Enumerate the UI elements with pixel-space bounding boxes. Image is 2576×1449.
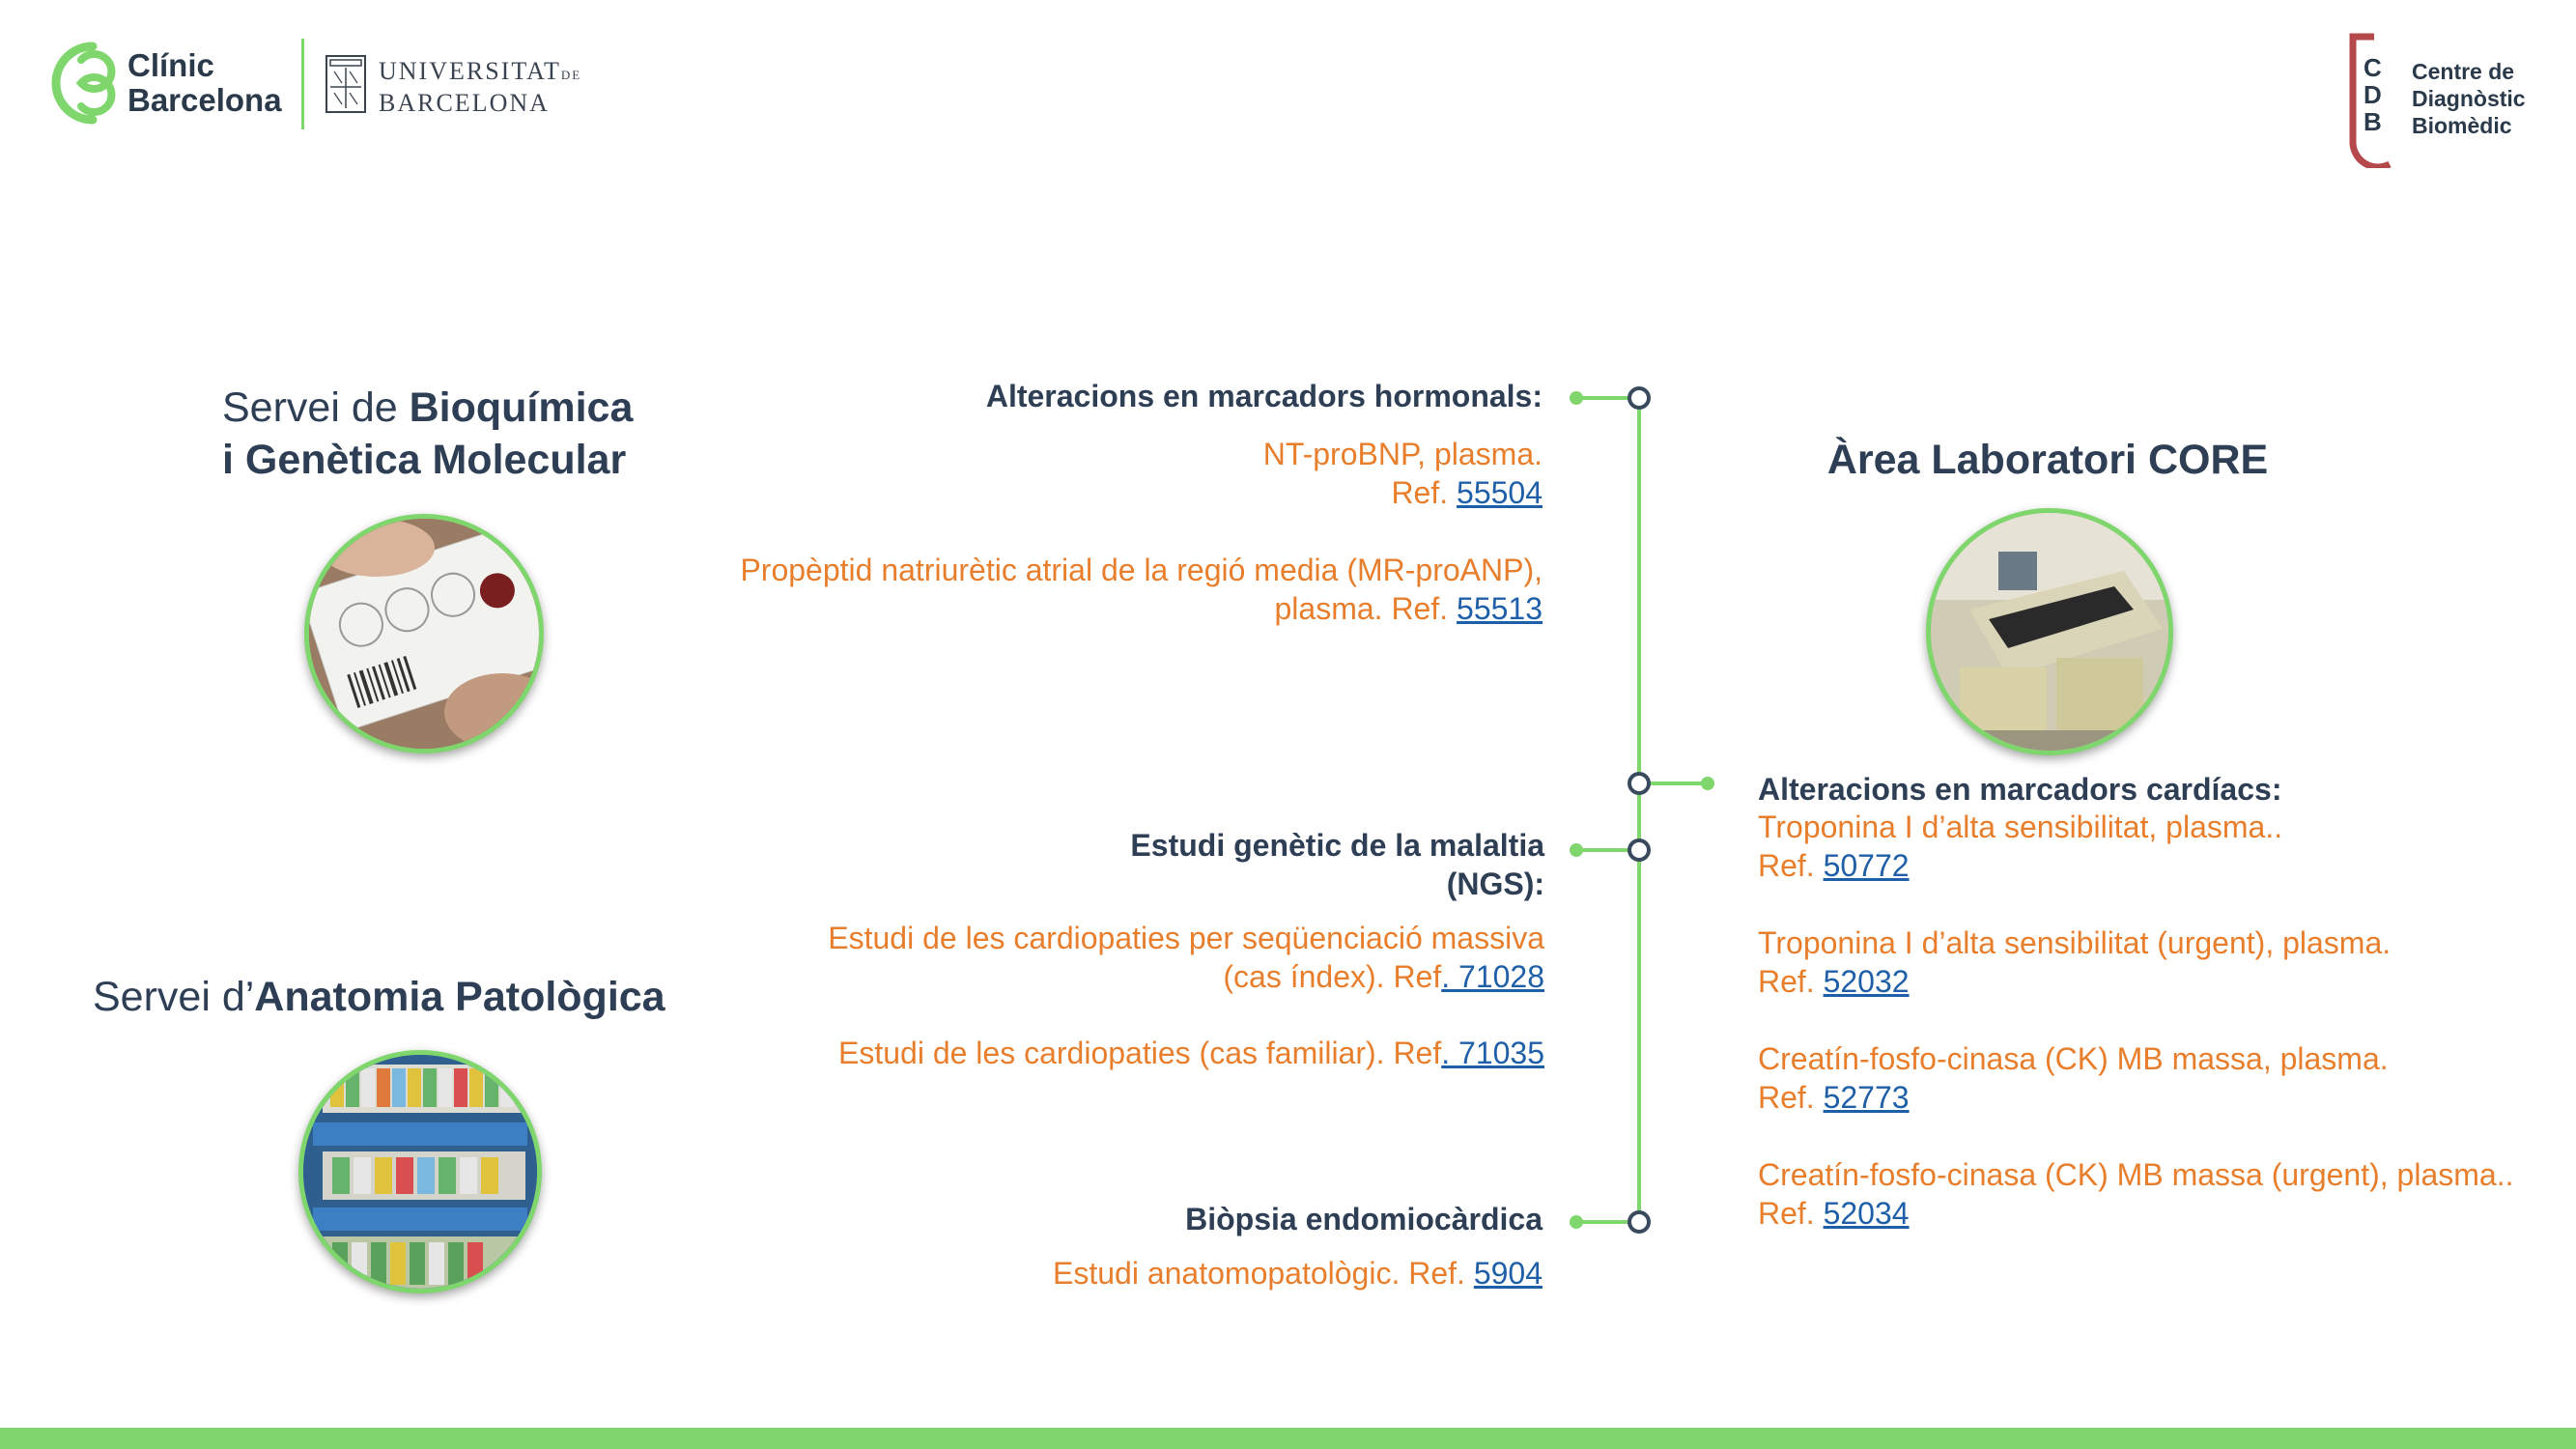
cardiac-item-4-ref-label: Ref.: [1758, 1196, 1824, 1231]
university-wordmark: UNIVERSITATDE BARCELONA: [379, 58, 581, 118]
core-lab-analyzer-photo: [1926, 508, 2173, 755]
university-crest-icon: [326, 55, 366, 113]
biopsy-item-text: Estudi anatomopatològic. Ref.: [1053, 1256, 1474, 1291]
biochemistry-service-title: Servei de Bioquímica i Genètica Molecula…: [222, 382, 686, 486]
genetic-item-2-text: Estudi de les cardiopaties (cas familiar…: [837, 1036, 1442, 1070]
biopsy-dot: [1570, 1215, 1583, 1229]
genetic-node: [1628, 838, 1651, 862]
genetic-item-1: Estudi de les cardiopaties per seqüencia…: [828, 919, 1544, 996]
footer-accent-bar: [0, 1428, 2576, 1449]
biopsy-node: [1628, 1210, 1651, 1234]
cardiac-dot: [1701, 777, 1714, 790]
cdb-line2: Diagnòstic: [2412, 86, 2526, 111]
genetic-item-2: Estudi de les cardiopaties (cas familiar…: [838, 1034, 1544, 1072]
cdb-bracket-icon: [2349, 33, 2392, 168]
ap-bold: Anatomia Patològica: [254, 974, 665, 1020]
tissue-cassette-drawers-photo: [298, 1050, 542, 1293]
cdb-letter-c: C: [2364, 53, 2382, 82]
cardiac-item-1-ref-link[interactable]: 50772: [1823, 848, 1910, 883]
cardiac-item-3-ref-link[interactable]: 52773: [1823, 1080, 1910, 1115]
ub-line2: BARCELONA: [379, 89, 550, 117]
hormonal-item-2-ref-link[interactable]: 55513: [1457, 591, 1543, 626]
genetic-heading-line2: (NGS):: [1446, 867, 1544, 901]
genetic-item-2-ref-link[interactable]: . 71035: [1441, 1036, 1544, 1070]
hormonal-dot: [1570, 391, 1583, 405]
genetic-heading: Estudi genètic de la malaltia (NGS):: [1130, 826, 1544, 903]
cardiac-item-3: Creatín-fosfo-cinasa (CK) MB massa, plas…: [1758, 1039, 2389, 1117]
cardiac-item-2-ref-link[interactable]: 52032: [1823, 964, 1910, 999]
cardiac-item-4-ref-link[interactable]: 52034: [1823, 1196, 1910, 1231]
cardiac-item-1-ref-label: Ref.: [1758, 848, 1824, 883]
genetic-item-1-line2: (cas índex). Ref: [1223, 959, 1442, 994]
cardiac-item-4: Creatín-fosfo-cinasa (CK) MB massa (urge…: [1758, 1155, 2513, 1233]
cardiac-item-3-text: Creatín-fosfo-cinasa (CK) MB massa, plas…: [1758, 1041, 2389, 1076]
genetic-heading-line1: Estudi genètic de la malaltia: [1130, 828, 1544, 863]
hormonal-heading: Alteracions en marcadors hormonals:: [985, 379, 1543, 413]
blood-sample-card-photo: [304, 514, 544, 753]
ub-line1: UNIVERSITAT: [379, 57, 561, 85]
biopsy-item: Estudi anatomopatològic. Ref. 5904: [1053, 1254, 1543, 1293]
cardiac-item-2-text: Troponina I d’alta sensibilitat (urgent)…: [1758, 925, 2392, 960]
cdb-letters: C D B: [2364, 54, 2382, 135]
cardiac-item-1-text: Troponina I d’alta sensibilitat, plasma.…: [1758, 810, 2283, 844]
bio-bold-1: Bioquímica: [409, 384, 634, 431]
clinic-line2: Barcelona: [127, 82, 282, 118]
hormonal-item-1-text: NT-proBNP, plasma.: [1262, 437, 1543, 471]
hormonal-item-1-ref-link[interactable]: 55504: [1457, 475, 1543, 510]
cardiac-item-2-ref-label: Ref.: [1758, 964, 1824, 999]
core-lab-title: Àrea Laboratori CORE: [1826, 437, 2269, 483]
genetic-dot: [1570, 843, 1583, 857]
cardiac-item-2: Troponina I d’alta sensibilitat (urgent)…: [1758, 923, 2391, 1001]
hormonal-item-2-text: Propèptid natriurètic atrial de la regió…: [740, 553, 1543, 587]
bio-prefix: Servei de: [222, 384, 410, 431]
biopsy-item-ref-link[interactable]: 5904: [1473, 1256, 1543, 1291]
clinic-barcelona-wordmark: Clínic Barcelona: [127, 48, 282, 118]
hormonal-item-2-line2: plasma. Ref.: [1274, 591, 1458, 626]
ap-prefix: Servei d’: [93, 974, 255, 1020]
cdb-line3: Biomèdic: [2412, 113, 2512, 138]
logo-divider: [301, 39, 304, 129]
genetic-item-1-line1: Estudi de les cardiopaties per seqüencia…: [828, 921, 1544, 955]
hormonal-item-1-ref-label: Ref.: [1391, 475, 1458, 510]
pathology-service-title: Servei d’Anatomia Patològica: [93, 971, 665, 1023]
cdb-wordmark: Centre de Diagnòstic Biomèdic: [2412, 58, 2526, 139]
cardiac-heading: Alteracions en marcadors cardíacs:: [1758, 772, 2282, 807]
cdb-letter-b: B: [2364, 107, 2382, 136]
cardiac-node: [1628, 772, 1651, 795]
hormonal-item-2: Propèptid natriurètic atrial de la regió…: [740, 551, 1543, 628]
clinic-line1: Clínic: [127, 47, 214, 83]
cardiac-item-4-text: Creatín-fosfo-cinasa (CK) MB massa (urge…: [1758, 1157, 2514, 1192]
bio-bold-2: i Genètica Molecular: [222, 437, 627, 483]
biopsy-heading: Biòpsia endomiocàrdica: [1185, 1202, 1543, 1236]
hormonal-item-1: NT-proBNP, plasma. Ref. 55504: [1263, 435, 1543, 512]
cardiac-item-1: Troponina I d’alta sensibilitat, plasma.…: [1758, 808, 2282, 885]
genetic-item-1-ref-link[interactable]: . 71028: [1441, 959, 1544, 994]
cdb-letter-d: D: [2364, 80, 2382, 109]
cdb-line1: Centre de: [2412, 59, 2515, 84]
clinic-barcelona-logo-icon: [51, 42, 116, 125]
cardiac-item-3-ref-label: Ref.: [1758, 1080, 1824, 1115]
hormonal-node: [1628, 386, 1651, 410]
ub-de: DE: [560, 68, 582, 82]
